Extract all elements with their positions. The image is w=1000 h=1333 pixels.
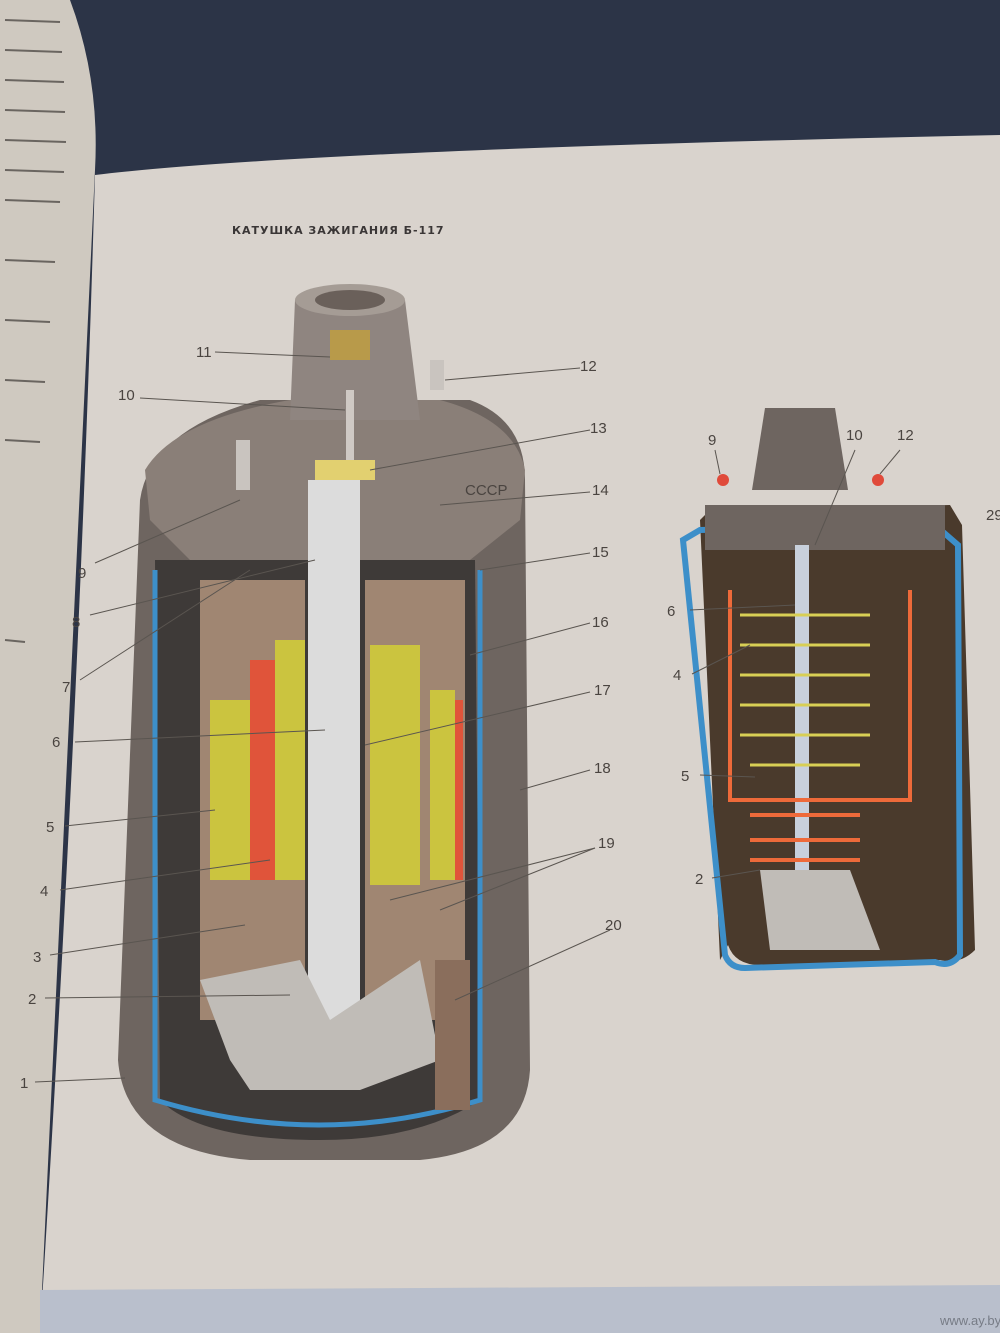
label-2: 2 bbox=[28, 991, 36, 1008]
schematic-label-6: 6 bbox=[667, 603, 675, 620]
label-14: 14 bbox=[592, 482, 609, 499]
watermark: www.ay.by bbox=[939, 1313, 1000, 1328]
label-6: 6 bbox=[52, 734, 60, 751]
contact-terminal bbox=[330, 330, 370, 360]
page-bottom-edge bbox=[40, 1285, 1000, 1333]
primary-winding-left bbox=[250, 660, 275, 880]
label-9: 9 bbox=[78, 565, 86, 582]
magnetic-circuit bbox=[435, 960, 470, 1110]
secondary-winding-right bbox=[370, 645, 420, 885]
primary-winding-right bbox=[455, 700, 463, 880]
label-7: 7 bbox=[62, 679, 70, 696]
label-3: 3 bbox=[33, 949, 41, 966]
schematic-cap bbox=[705, 505, 945, 550]
schematic-shell bbox=[679, 521, 964, 972]
schematic-label-12: 12 bbox=[897, 427, 914, 444]
schematic-label-10: 10 bbox=[846, 427, 863, 444]
terminal-9-head bbox=[717, 474, 729, 486]
magnetic-core bbox=[308, 480, 360, 1020]
label-11: 11 bbox=[196, 344, 212, 361]
core-contact-plate bbox=[315, 460, 375, 480]
label-17: 17 bbox=[594, 682, 611, 699]
cap-marking: СССР bbox=[465, 482, 508, 499]
schematic-secondary-winding bbox=[740, 613, 870, 767]
schematic-insulator bbox=[760, 870, 880, 950]
secondary-winding-left bbox=[210, 700, 250, 880]
left-page bbox=[0, 0, 96, 1333]
terminal-12 bbox=[430, 360, 444, 390]
schematic-label-5: 5 bbox=[681, 768, 689, 785]
ignition-coil-schematic: 9 10 12 6 4 5 2 bbox=[667, 408, 975, 972]
label-1: 1 bbox=[20, 1075, 28, 1092]
label-5: 5 bbox=[46, 819, 54, 836]
label-15: 15 bbox=[592, 544, 609, 561]
page-number: 29 bbox=[986, 507, 1000, 524]
label-4: 4 bbox=[40, 883, 48, 900]
figure-title: КАТУШКА ЗАЖИГАНИЯ Б-117 bbox=[232, 224, 445, 237]
label-10: 10 bbox=[118, 387, 135, 404]
schematic-tower bbox=[752, 408, 848, 490]
left-page-text bbox=[4, 19, 67, 643]
main-labels: 1 2 3 4 5 6 7 8 9 10 11 12 13 14 15 16 1… bbox=[20, 344, 622, 1092]
schematic-label-4: 4 bbox=[673, 667, 681, 684]
schematic-label-9: 9 bbox=[708, 432, 716, 449]
label-19: 19 bbox=[598, 835, 615, 852]
terminal-12-head bbox=[872, 474, 884, 486]
ignition-coil-cutaway: СССР bbox=[118, 284, 530, 1160]
label-20: 20 bbox=[605, 917, 622, 934]
label-13: 13 bbox=[590, 420, 607, 437]
label-18: 18 bbox=[594, 760, 611, 777]
label-12: 12 bbox=[580, 358, 597, 375]
label-8: 8 bbox=[72, 614, 80, 631]
label-16: 16 bbox=[592, 614, 609, 631]
terminal-9 bbox=[236, 440, 250, 490]
insulator bbox=[200, 960, 440, 1090]
schematic-label-2: 2 bbox=[695, 871, 703, 888]
spring-contact bbox=[346, 390, 354, 460]
schematic-primary-winding bbox=[728, 590, 912, 862]
